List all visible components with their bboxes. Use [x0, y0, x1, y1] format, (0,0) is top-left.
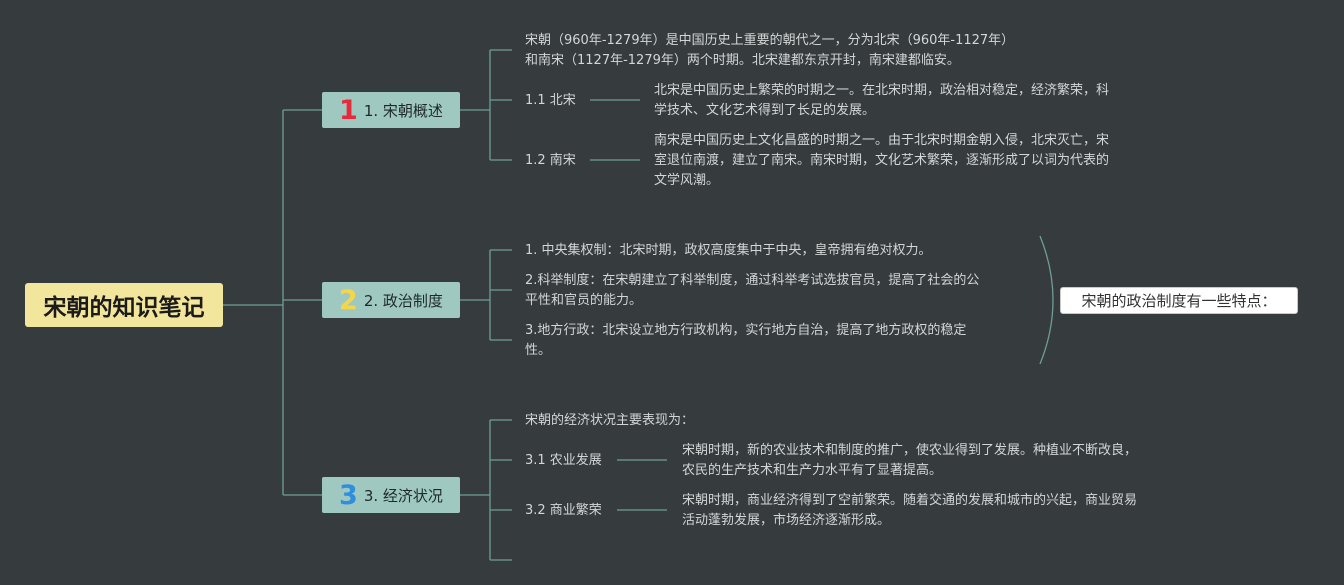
politics-item-text: 1. 中央集权制：北宋时期，政权高度集中于中央，皇帝拥有绝对权力。: [525, 243, 932, 258]
south-song-line: 室退位南渡，建立了南宋。南宋时期，文化艺术繁荣，逐渐形成了以词为代表的: [654, 153, 1110, 168]
overview-intro[interactable]: 宋朝（960年-1279年）是中国历史上重要的朝代之一，分为北宋（960年-11…: [525, 31, 1014, 71]
branch-number-1: 1: [339, 94, 358, 126]
south-song-detail[interactable]: 南宋是中国历史上文化昌盛的时期之一。由于北宋时期金朝入侵，北宋灭亡，宋 室退位南…: [654, 131, 1109, 191]
topic-agriculture[interactable]: 3.1 农业发展: [525, 451, 602, 471]
commerce-detail[interactable]: 宋朝时期，商业经济得到了空前繁荣。随着交通的发展和城市的兴起，商业贸易 活动蓬勃…: [682, 491, 1137, 531]
politics-summary-text: 宋朝的政治制度有一些特点：: [1081, 292, 1277, 310]
topic-north-song-label: 1.1 北宋: [525, 93, 576, 108]
south-song-line: 南宋是中国历史上文化昌盛的时期之一。由于北宋时期金朝入侵，北宋灭亡，宋: [654, 133, 1110, 148]
root-node[interactable]: 宋朝的知识笔记: [25, 283, 223, 327]
agriculture-detail[interactable]: 宋朝时期，新的农业技术和制度的推广，使农业得到了发展。种植业不断改良， 农民的生…: [682, 441, 1137, 481]
topic-south-song[interactable]: 1.2 南宋: [525, 151, 576, 171]
commerce-line: 宋朝时期，商业经济得到了空前繁荣。随着交通的发展和城市的兴起，商业贸易: [682, 493, 1138, 508]
economy-intro[interactable]: 宋朝的经济状况主要表现为：: [525, 411, 694, 431]
root-title: 宋朝的知识笔记: [43, 295, 205, 321]
branch-number-2: 2: [339, 284, 358, 316]
north-song-detail[interactable]: 北宋是中国历史上繁荣的时期之一。在北宋时期，政治相对稳定，经济繁荣，科 学技术、…: [654, 81, 1109, 121]
topic-north-song[interactable]: 1.1 北宋: [525, 91, 576, 111]
north-song-line: 学技术、文化艺术得到了长足的发展。: [654, 103, 876, 118]
agriculture-line: 宋朝时期，新的农业技术和制度的推广，使农业得到了发展。种植业不断改良，: [682, 443, 1138, 458]
topic-commerce[interactable]: 3.2 商业繁荣: [525, 501, 602, 521]
politics-item-centralization[interactable]: 1. 中央集权制：北宋时期，政权高度集中于中央，皇帝拥有绝对权力。: [525, 241, 932, 261]
north-song-line: 北宋是中国历史上繁荣的时期之一。在北宋时期，政治相对稳定，经济繁荣，科: [654, 83, 1110, 98]
overview-intro-line: 宋朝（960年-1279年）是中国历史上重要的朝代之一，分为北宋（960年-11…: [525, 33, 1015, 48]
south-song-line: 文学风潮。: [654, 173, 720, 188]
politics-item-line: 性。: [525, 343, 552, 358]
branch-politics[interactable]: 2 2. 政治制度: [322, 282, 460, 318]
politics-item-line: 2.科举制度：在宋朝建立了科举制度，通过科举考试选拔官员，提高了社会的公: [525, 273, 980, 288]
branch-label-overview: 1. 宋朝概述: [363, 101, 443, 120]
politics-item-line: 平性和官员的能力。: [525, 293, 643, 308]
agriculture-line: 农民的生产技术和生产力水平有了显著提高。: [682, 463, 943, 478]
topic-agriculture-label: 3.1 农业发展: [525, 453, 602, 468]
overview-intro-line: 和南宋（1127年-1279年）两个时期。北宋建都东京开封，南宋建都临安。: [525, 53, 960, 68]
branch-label-economy: 3. 经济状况: [363, 486, 443, 505]
branch-economy[interactable]: 3 3. 经济状况: [322, 477, 460, 513]
politics-item-exam-system[interactable]: 2.科举制度：在宋朝建立了科举制度，通过科举考试选拔官员，提高了社会的公 平性和…: [525, 271, 979, 311]
branch-number-3: 3: [339, 479, 358, 511]
politics-item-line: 3.地方行政：北宋设立地方行政机构，实行地方自治，提高了地方政权的稳定: [525, 323, 967, 338]
commerce-line: 活动蓬勃发展，市场经济逐渐形成。: [682, 513, 891, 528]
topic-south-song-label: 1.2 南宋: [525, 153, 576, 168]
economy-intro-text: 宋朝的经济状况主要表现为：: [525, 413, 695, 428]
topic-commerce-label: 3.2 商业繁荣: [525, 503, 602, 518]
branch-overview[interactable]: 1 1. 宋朝概述: [322, 92, 460, 128]
politics-summary-callout[interactable]: 宋朝的政治制度有一些特点：: [1060, 287, 1298, 314]
politics-item-local-admin[interactable]: 3.地方行政：北宋设立地方行政机构，实行地方自治，提高了地方政权的稳定 性。: [525, 321, 966, 361]
branch-label-politics: 2. 政治制度: [363, 291, 443, 310]
